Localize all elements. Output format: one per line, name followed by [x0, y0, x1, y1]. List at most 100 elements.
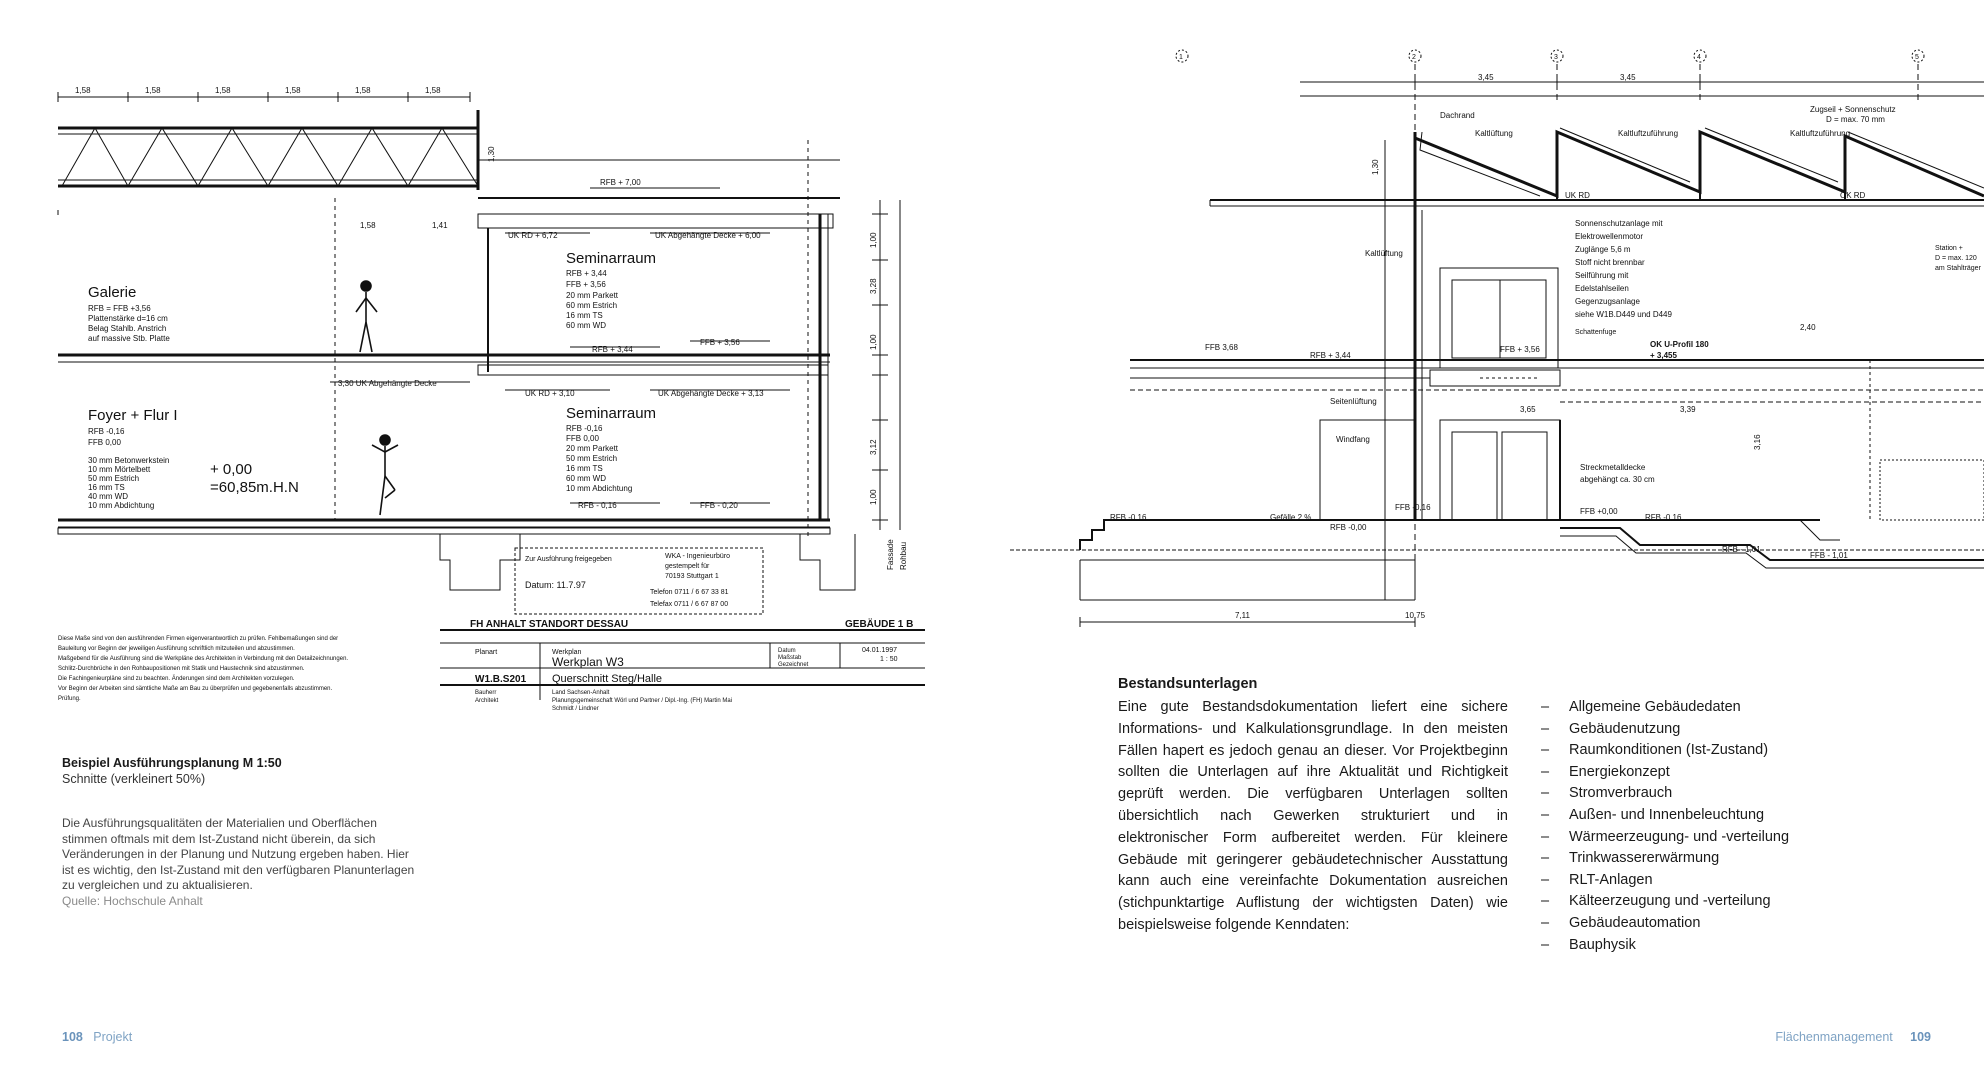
svg-text:Schmidt / Lindner: Schmidt / Lindner	[552, 706, 599, 712]
svg-text:RFB + 3,44: RFB + 3,44	[1310, 351, 1351, 360]
svg-text:60 mm WD: 60 mm WD	[566, 474, 606, 483]
svg-text:+ 3,455: + 3,455	[1650, 351, 1677, 360]
svg-text:Edelstahlseilen: Edelstahlseilen	[1575, 284, 1629, 293]
svg-text:1,58: 1,58	[355, 86, 371, 95]
svg-text:Kaltlüftung: Kaltlüftung	[1475, 129, 1513, 138]
svg-text:Maßgebend für die Ausführung s: Maßgebend für die Ausführung sind die We…	[58, 656, 348, 662]
svg-text:Sonnenschutzanlage mit: Sonnenschutzanlage mit	[1575, 219, 1663, 228]
caption-paragraph: Die Ausführungsqualitäten der Materialie…	[62, 816, 415, 892]
svg-text:Seilführung mit: Seilführung mit	[1575, 271, 1629, 280]
svg-text:16 mm TS: 16 mm TS	[566, 311, 603, 320]
svg-text:1,58: 1,58	[145, 86, 161, 95]
svg-text:1,30: 1,30	[1371, 159, 1380, 175]
svg-text:50 mm Estrich: 50 mm Estrich	[88, 474, 139, 483]
svg-text:Vor Beginn der Arbeiten sind s: Vor Beginn der Arbeiten sind sämtliche M…	[58, 686, 332, 692]
svg-text:OK U-Profil 180: OK U-Profil 180	[1650, 340, 1709, 349]
svg-text:Bauherr: Bauherr	[475, 690, 496, 696]
svg-text:10 mm Mörtelbett: 10 mm Mörtelbett	[88, 465, 151, 474]
svg-text:Kaltlüftung: Kaltlüftung	[1365, 249, 1403, 258]
caption-source: Quelle: Hochschule Anhalt	[62, 893, 203, 908]
caption-body: Die Ausführungsqualitäten der Materialie…	[62, 816, 422, 909]
svg-text:UK Abgehängte Decke + 3,13: UK Abgehängte Decke + 3,13	[658, 389, 764, 398]
svg-text:Rohbau: Rohbau	[899, 542, 908, 570]
footer-section-right: Flächenmanagement	[1775, 1030, 1893, 1044]
svg-text:FH ANHALT STANDORT DESSAU: FH ANHALT STANDORT DESSAU	[470, 619, 628, 630]
svg-text:Architekt: Architekt	[475, 698, 499, 704]
svg-text:Fassade: Fassade	[886, 539, 895, 570]
svg-text:RFB -0,16: RFB -0,16	[1645, 513, 1682, 522]
footer-right: Flächenmanagement 109	[1775, 1030, 1931, 1044]
svg-text:Galerie: Galerie	[88, 284, 136, 301]
svg-text:W1.B.S201: W1.B.S201	[475, 674, 527, 685]
svg-text:RFB -0,00: RFB -0,00	[1330, 523, 1367, 532]
svg-text:1,00: 1,00	[869, 232, 878, 248]
svg-text:UK RD + 6,72: UK RD + 6,72	[508, 231, 558, 240]
svg-text:Zur Ausführung freigegeben: Zur Ausführung freigegeben	[525, 556, 612, 563]
svg-text:FFB 0,00: FFB 0,00	[88, 438, 121, 447]
svg-text:1 : 50: 1 : 50	[880, 656, 898, 663]
svg-text:Zugseil + Sonnenschutz: Zugseil + Sonnenschutz	[1810, 105, 1896, 114]
svg-text:Stoff nicht brennbar: Stoff nicht brennbar	[1575, 258, 1645, 267]
section-title: Bestandsunterlagen	[1118, 676, 1258, 692]
svg-text:5: 5	[1915, 54, 1919, 61]
svg-text:1,58: 1,58	[285, 86, 301, 95]
caption-title: Beispiel Ausführungsplanung M 1:50	[62, 756, 282, 770]
svg-text:30 mm Betonwerkstein: 30 mm Betonwerkstein	[88, 456, 169, 465]
svg-text:UK RD + 3,10: UK RD + 3,10	[525, 389, 575, 398]
svg-text:Schlitz-Durchbrüche in den Roh: Schlitz-Durchbrüche in den Rohbaupositio…	[58, 666, 305, 672]
svg-text:Datum: 11.7.97: Datum: 11.7.97	[525, 580, 586, 590]
svg-text:Planart: Planart	[475, 649, 497, 656]
svg-text:FFB - 0,20: FFB - 0,20	[700, 501, 738, 510]
svg-text:RFB + 3,44: RFB + 3,44	[592, 345, 633, 354]
svg-text:UK RD: UK RD	[1565, 191, 1590, 200]
svg-text:am Stahlträger: am Stahlträger	[1935, 265, 1982, 272]
right-section-drawing: 1 2 3 4 5 3,45 3,45 Dachrand Kaltlüftung…	[1010, 49, 1984, 627]
svg-text:Gefälle 2 %: Gefälle 2 %	[1270, 513, 1311, 522]
svg-text:20 mm Parkett: 20 mm Parkett	[566, 291, 619, 300]
footer-left: 108 Projekt	[62, 1030, 132, 1044]
footer-section-left: Projekt	[93, 1030, 133, 1044]
svg-text:RFB + 3,44: RFB + 3,44	[566, 269, 607, 278]
svg-text:FFB 3,68: FFB 3,68	[1205, 343, 1238, 352]
svg-text:1,00: 1,00	[869, 489, 878, 505]
svg-text:RFB + 7,00: RFB + 7,00	[600, 178, 641, 187]
list-item: Wärmeerzeugung- und -verteilung	[1541, 827, 1789, 849]
svg-text:WKA - Ingenieurbüro: WKA - Ingenieurbüro	[665, 553, 730, 560]
svg-text:=60,85m.H.N: =60,85m.H.N	[210, 479, 299, 496]
svg-text:04.01.1997: 04.01.1997	[862, 647, 897, 654]
svg-text:Telefax 0711 / 6 67 87 00: Telefax 0711 / 6 67 87 00	[650, 601, 728, 608]
svg-text:3,45: 3,45	[1478, 73, 1494, 82]
svg-text:Bauleitung vor Beginn der jewe: Bauleitung vor Beginn der jeweiligen Aus…	[58, 646, 295, 652]
svg-text:Gegenzugsanlage: Gegenzugsanlage	[1575, 297, 1640, 306]
svg-text:RFB - 0,16: RFB - 0,16	[578, 501, 617, 510]
svg-text:Datum: Datum	[778, 648, 796, 654]
svg-text:3,16: 3,16	[1753, 434, 1762, 450]
svg-text:Querschnitt Steg/Halle: Querschnitt Steg/Halle	[552, 673, 662, 685]
list-item: Bauphysik	[1541, 935, 1789, 957]
svg-text:1,30: 1,30	[487, 146, 496, 162]
svg-text:1,58: 1,58	[425, 86, 441, 95]
svg-text:Schattenfuge: Schattenfuge	[1575, 329, 1616, 336]
svg-text:1,00: 1,00	[869, 334, 878, 350]
svg-text:D = max. 70 mm: D = max. 70 mm	[1826, 115, 1885, 124]
svg-text:Kaltluftzuführung: Kaltluftzuführung	[1790, 129, 1850, 138]
svg-text:Dachrand: Dachrand	[1440, 111, 1475, 120]
svg-text:Diese Maße sind von den ausfüh: Diese Maße sind von den ausführenden Fir…	[58, 636, 338, 642]
human-figure-lower	[371, 434, 399, 516]
svg-text:1: 1	[1179, 54, 1183, 61]
svg-text:10 mm Abdichtung: 10 mm Abdichtung	[566, 484, 632, 493]
svg-text:siehe W1B.D449 und D449: siehe W1B.D449 und D449	[1575, 310, 1673, 319]
svg-text:Kaltluftzuführung: Kaltluftzuführung	[1618, 129, 1678, 138]
svg-text:D = max. 120: D = max. 120	[1935, 255, 1977, 262]
caption-subtitle: Schnitte (verkleinert 50%)	[62, 772, 206, 786]
list-item: Allgemeine Gebäudedaten	[1541, 697, 1789, 719]
svg-text:RFB = FFB +3,56: RFB = FFB +3,56	[88, 304, 151, 313]
svg-text:Prüfung.: Prüfung.	[58, 696, 81, 702]
svg-text:RFB -0,16: RFB -0,16	[566, 424, 603, 433]
svg-text:70193 Stuttgart 1: 70193 Stuttgart 1	[665, 573, 719, 580]
svg-text:Streckmetalldecke: Streckmetalldecke	[1580, 463, 1646, 472]
svg-text:FFB + 3,56: FFB + 3,56	[700, 338, 740, 347]
svg-text:3,28: 3,28	[869, 278, 878, 294]
svg-text:40 mm WD: 40 mm WD	[88, 492, 128, 501]
list-item: Kälteerzeugung und -verteilung	[1541, 891, 1789, 913]
